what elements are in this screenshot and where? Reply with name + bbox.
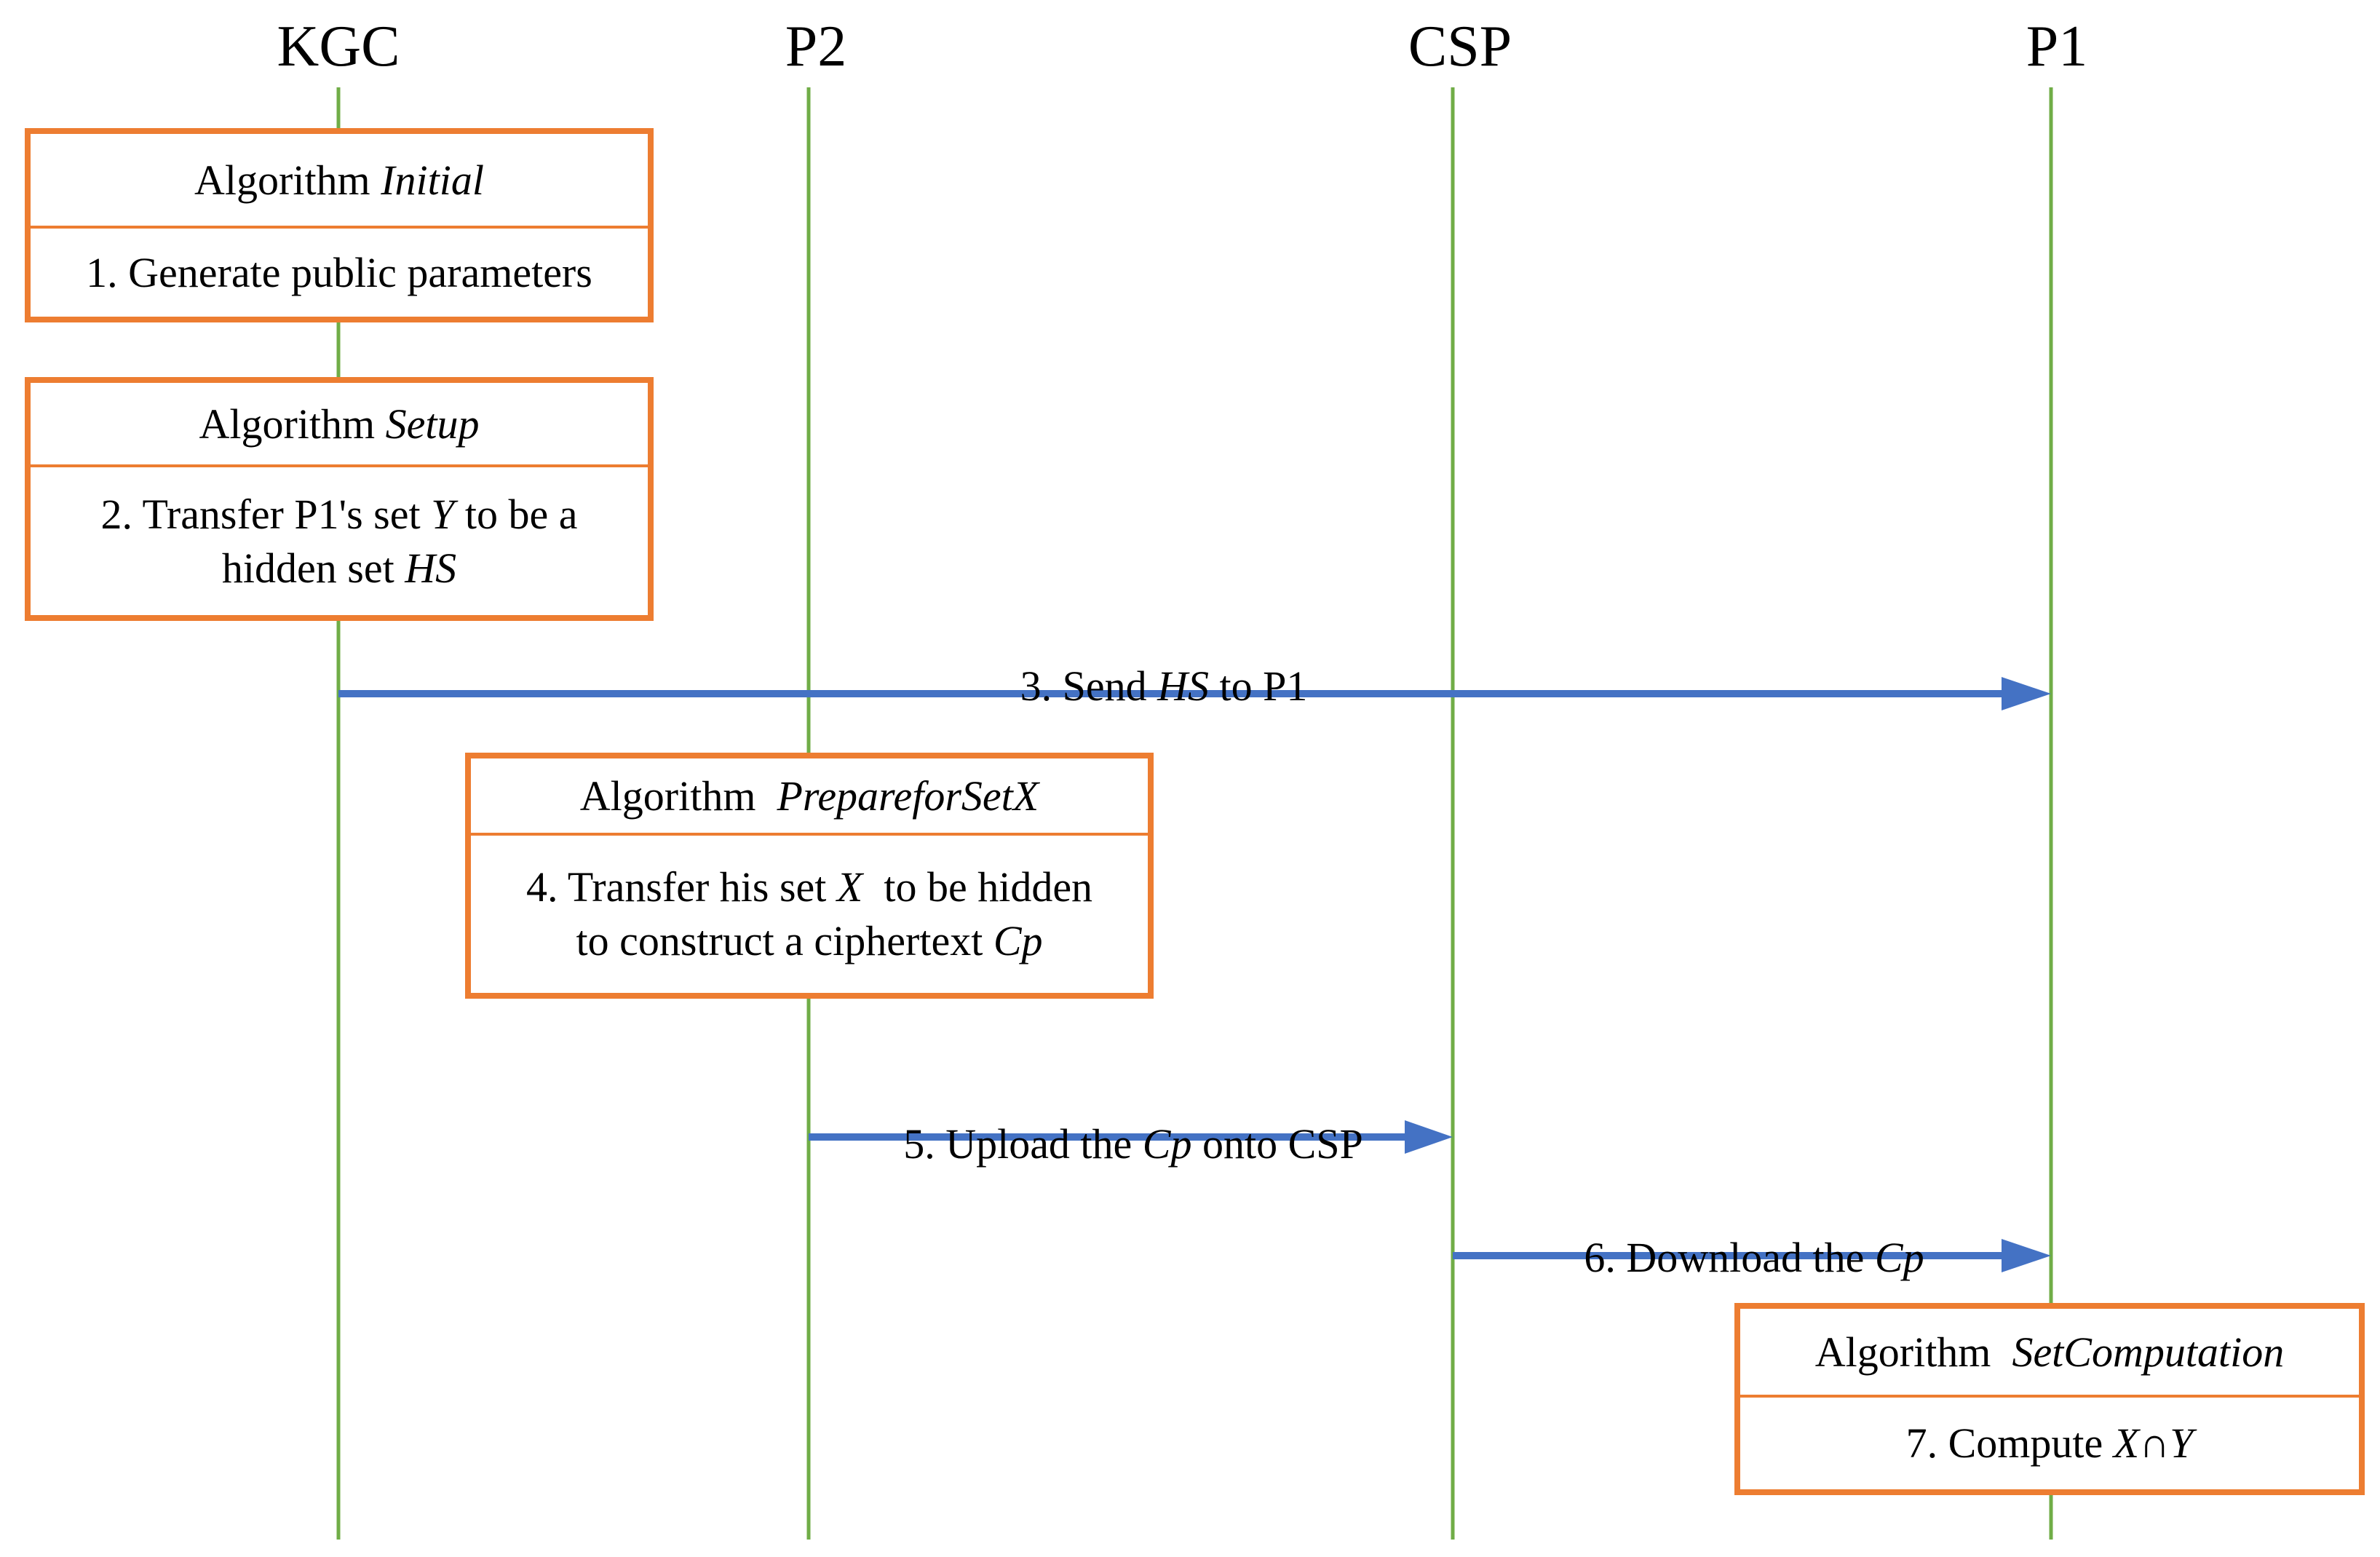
message-send-hs-label: 3. Send HS to P1 — [1020, 662, 1308, 710]
step-7-text: 7. Compute X∩Y — [1905, 1419, 2194, 1467]
algorithm-setcomputation-box: Algorithm SetComputation 7. Compute X∩Y — [1734, 1303, 2365, 1495]
lifeline-csp — [1451, 87, 1455, 1540]
lifeline-kgc — [336, 87, 341, 1540]
algorithm-name-setup: Setup — [385, 400, 480, 448]
actor-p1: P1 — [2026, 15, 2088, 79]
step-1-text: 1. Generate public parameters — [86, 248, 592, 296]
step-2-text: 2. Transfer P1's set Y to be a hidden se… — [100, 490, 578, 592]
algorithm-name-prepareforsetx: PrepareforSetX — [777, 772, 1039, 820]
message-upload-cp-label: 5. Upload the Cp onto CSP — [903, 1120, 1363, 1168]
lifeline-p1 — [2049, 87, 2053, 1540]
message-download-cp-label: 6. Download the Cp — [1584, 1234, 1924, 1281]
box-divider — [31, 464, 648, 467]
actor-kgc: KGC — [277, 15, 400, 79]
actor-p2: P2 — [785, 15, 847, 79]
algorithm-name-setcomputation: SetComputation — [2012, 1328, 2285, 1376]
box-divider — [31, 226, 648, 229]
step-4-text: 4. Transfer his set X to be hidden to co… — [525, 863, 1093, 964]
algorithm-prepareforsetx-box: Algorithm PrepareforSetX 4. Transfer his… — [465, 753, 1154, 999]
actor-csp: CSP — [1408, 15, 1512, 79]
box-divider — [1740, 1395, 2359, 1398]
algorithm-setup-title: Algorithm Setup — [199, 400, 480, 448]
algorithm-name-initial: Initial — [381, 156, 484, 204]
algorithm-initial-box: Algorithm Initial 1. Generate public par… — [25, 128, 654, 322]
algorithm-setcomputation-title: Algorithm SetComputation — [1814, 1328, 2285, 1376]
algorithm-setup-box: Algorithm Setup 2. Transfer P1's set Y t… — [25, 377, 654, 621]
algorithm-initial-title: Algorithm Initial — [194, 156, 484, 204]
algorithm-prepareforsetx-title: Algorithm PrepareforSetX — [579, 772, 1039, 820]
box-divider — [471, 833, 1148, 836]
